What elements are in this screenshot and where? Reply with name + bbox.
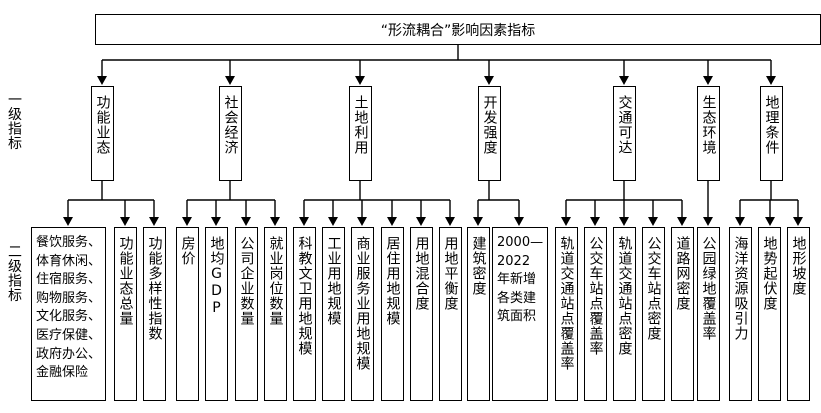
- level2-node: 功能多样性指数: [143, 227, 166, 401]
- level2-label: 用地混合度: [413, 236, 430, 311]
- level1-node-traffic: 交通可达: [613, 86, 636, 181]
- poi-line: 医疗保健、: [36, 327, 102, 343]
- level2-node: 房价: [176, 227, 199, 401]
- level2-node: 商业服务业用地规模: [351, 227, 374, 401]
- level2-label: 地形坡度: [790, 236, 807, 296]
- level2-label: 用地平衡度: [442, 236, 459, 311]
- level1-node-intensity: 开发强度: [478, 86, 501, 181]
- level1-node-ecology: 生态环境: [697, 86, 720, 181]
- level2-label: 居住用地规模: [384, 236, 401, 326]
- level2-node: 道路网密度: [671, 227, 694, 401]
- level1-node-land: 土地利用: [349, 86, 372, 181]
- root-label: “形流耦合”影响因素指标: [380, 22, 536, 39]
- poi-line: 餐饮服务、: [36, 235, 102, 250]
- level2-label: 海洋资源吸引力: [732, 236, 749, 341]
- level2-node: 公园绿地覆盖率: [697, 227, 720, 401]
- level2-label: 公司企业数量: [238, 236, 255, 326]
- floor-area-line: 2022: [497, 253, 531, 269]
- level2-label: 公交车站点覆盖率: [587, 236, 604, 356]
- level2-node: 就业岗位数量: [264, 227, 287, 401]
- root-node: “形流耦合”影响因素指标: [95, 14, 821, 45]
- level2-node: 用地混合度: [410, 227, 433, 401]
- level2-node: 公司企业数量: [235, 227, 258, 401]
- floor-area-line: 筑面积: [497, 309, 537, 325]
- level2-label: 公园绿地覆盖率: [700, 236, 717, 341]
- poi-line: 金融保险: [36, 365, 89, 381]
- level1-label: 土地利用: [352, 95, 369, 155]
- level1-label: 社会经济: [222, 95, 239, 155]
- level2-label: 科教文卫用地规模: [296, 236, 313, 356]
- floor-area-line: 年新增: [497, 272, 537, 288]
- level2-node: 轨道交通站点密度: [613, 227, 636, 401]
- level2-node: 轨道交通站点覆盖率: [555, 227, 578, 401]
- level2-label: 建筑密度: [470, 236, 487, 296]
- level2-node: 地均GDP: [205, 227, 228, 401]
- level2-node: 公交车站点密度: [642, 227, 665, 401]
- level2-label: 道路网密度: [674, 236, 691, 311]
- level2-node: 用地平衡度: [439, 227, 462, 401]
- poi-line: 政府办公、: [36, 346, 102, 362]
- level2-node: 居住用地规模: [381, 227, 404, 401]
- poi-line: 体育休闲、: [36, 253, 102, 269]
- level1-side-label: 一级指标: [6, 92, 22, 150]
- level2-node-new-floor-area: 2000— 2022 年新增 各类建 筑面积: [492, 227, 548, 401]
- level2-node: 地形坡度: [787, 227, 810, 401]
- level2-node: 海洋资源吸引力: [729, 227, 752, 401]
- poi-line: 住宿服务、: [36, 272, 102, 288]
- level1-node-economy: 社会经济: [219, 86, 242, 181]
- poi-line: 购物服务、: [36, 290, 102, 306]
- level2-node: 功能业态总量: [114, 227, 137, 401]
- floor-area-line: 2000—: [497, 235, 544, 250]
- level2-node: 地势起伏度: [758, 227, 781, 401]
- poi-line: 文化服务、: [36, 309, 102, 325]
- level2-label: 就业岗位数量: [267, 236, 284, 326]
- level1-label: 生态环境: [700, 95, 717, 155]
- level1-label: 开发强度: [481, 95, 498, 155]
- level1-label: 地理条件: [763, 95, 780, 155]
- level2-label: 工业用地规模: [325, 236, 342, 326]
- level2-label: 公交车站点密度: [645, 236, 662, 341]
- level2-label: 房价: [179, 236, 196, 266]
- level2-node: 工业用地规模: [322, 227, 345, 401]
- level1-label: 交通可达: [616, 95, 633, 155]
- level2-label: 轨道交通站点覆盖率: [558, 236, 575, 371]
- level1-node-geography: 地理条件: [760, 86, 783, 181]
- floor-area-line: 各类建: [497, 290, 537, 306]
- level2-label: 地势起伏度: [761, 236, 778, 311]
- level2-node: 建筑密度: [467, 227, 490, 401]
- level2-label: 轨道交通站点密度: [616, 236, 633, 356]
- level1-node-function: 功能业态: [91, 86, 114, 181]
- level2-node-poi-categories: 餐饮服务、 体育休闲、 住宿服务、 购物服务、 文化服务、 医疗保健、 政府办公…: [31, 227, 106, 401]
- level2-label: 功能多样性指数: [146, 236, 163, 341]
- level2-label: 地均GDP: [208, 236, 225, 317]
- level2-node: 公交车站点覆盖率: [584, 227, 607, 401]
- level2-node: 科教文卫用地规模: [293, 227, 316, 401]
- level2-label: 商业服务业用地规模: [354, 236, 371, 371]
- level2-side-label: 二级指标: [6, 244, 22, 302]
- level2-label: 功能业态总量: [117, 236, 134, 326]
- level1-label: 功能业态: [94, 95, 111, 155]
